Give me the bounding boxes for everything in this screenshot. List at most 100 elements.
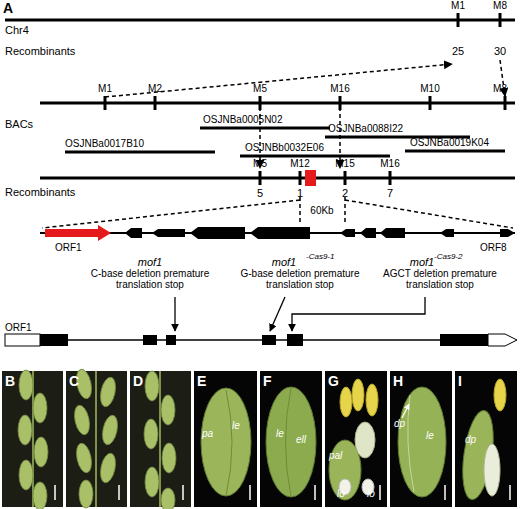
allele-superscript: -Cas9-1 xyxy=(306,253,334,262)
fine-map-line xyxy=(344,171,347,185)
spikelet xyxy=(286,388,292,497)
mutation-arrow xyxy=(292,297,425,331)
spikelet xyxy=(398,387,446,497)
spikelet xyxy=(340,387,352,417)
gene-structure xyxy=(166,335,176,345)
chromosome-label: Chr4 xyxy=(5,24,29,36)
recombinant-count: 2 xyxy=(342,187,348,199)
bac-clone xyxy=(240,155,390,158)
allele-name: mof1 xyxy=(138,256,162,268)
map-line xyxy=(104,96,107,110)
gene-track xyxy=(440,229,454,237)
panicle xyxy=(95,371,97,507)
gene-structure xyxy=(287,334,303,346)
fine-map-line xyxy=(299,171,302,185)
gene-track xyxy=(190,227,245,239)
panicle xyxy=(18,368,176,509)
spikelet xyxy=(484,444,500,496)
photo-background xyxy=(325,371,387,507)
gene-structure xyxy=(143,335,157,345)
scale-bar xyxy=(379,485,381,500)
recombinant-count: 30 xyxy=(494,45,506,57)
mutation-arrow xyxy=(175,297,425,331)
photo-panel: B xyxy=(2,371,63,507)
marker-label: M15 xyxy=(335,158,354,169)
gene-track xyxy=(125,228,142,238)
photo-background xyxy=(194,371,257,507)
map-line xyxy=(154,96,157,110)
photo-background xyxy=(390,371,452,507)
photo-background xyxy=(260,371,322,507)
chromosome-line xyxy=(499,13,502,27)
panel-letter: D xyxy=(133,374,143,388)
bac-label: OSJNBa0005N02 xyxy=(203,114,283,125)
mutation-arrow xyxy=(174,297,175,331)
panel-letter: I xyxy=(458,374,462,388)
gene-structure xyxy=(440,334,488,346)
gene-track xyxy=(380,228,405,238)
organ-label: lo xyxy=(337,489,345,499)
panicle xyxy=(79,480,93,508)
panicle xyxy=(161,395,175,425)
pointer-arrow xyxy=(402,404,409,418)
bac-label: OSJNBa0017B10 xyxy=(65,138,144,149)
gene-track xyxy=(152,229,185,237)
zoom-guide xyxy=(345,200,513,228)
scale-bar xyxy=(118,485,120,500)
photo-background xyxy=(66,371,127,507)
panicle xyxy=(145,371,159,401)
organ-label: pa xyxy=(202,429,213,439)
gene-track xyxy=(340,229,355,237)
photo-panel: D xyxy=(130,371,191,507)
panicle xyxy=(33,393,47,423)
mutation-arrow xyxy=(270,297,285,331)
panel-letter: F xyxy=(263,374,272,388)
marker-label: M5 xyxy=(253,83,267,94)
bac-clone xyxy=(65,128,505,156)
orf-label: ORF8 xyxy=(480,242,507,253)
gene-track xyxy=(40,225,515,241)
panicle xyxy=(100,414,120,446)
pointer-arrow xyxy=(402,404,409,418)
panel-letter: B xyxy=(5,374,15,388)
allele-name: mof1 xyxy=(410,256,434,268)
gene-track xyxy=(45,225,111,241)
spikelet xyxy=(352,379,364,411)
gene-track xyxy=(360,228,376,238)
recombinant-count: 25 xyxy=(452,45,464,57)
photo-panel: Hdple xyxy=(390,371,452,507)
map-line xyxy=(40,102,515,105)
map-line xyxy=(429,96,432,110)
spikelet xyxy=(266,387,316,497)
organ-label: le xyxy=(426,431,434,441)
row-label: Recombinants xyxy=(5,45,75,57)
panel-letter: E xyxy=(197,374,206,388)
map-line xyxy=(339,96,342,110)
panicle xyxy=(34,437,48,467)
scale-bar xyxy=(249,485,251,500)
allele-superscript: -Cas9-2 xyxy=(434,253,462,262)
panicle xyxy=(72,404,92,436)
photo-panel: Gpallolo xyxy=(325,371,387,507)
spikelet xyxy=(226,390,232,496)
organ-label: le xyxy=(276,429,284,439)
fine-map-line xyxy=(40,177,515,180)
panicle xyxy=(145,467,159,497)
bac-clone xyxy=(65,151,215,154)
marker-label: M5 xyxy=(253,158,267,169)
gene-track xyxy=(125,227,515,239)
photo-background xyxy=(130,371,191,507)
map-line xyxy=(40,96,515,110)
spikelet xyxy=(494,379,506,411)
panel-letter: C xyxy=(69,374,79,388)
panel-letter: A xyxy=(3,1,13,16)
zoom-guide xyxy=(42,200,300,228)
photo-background xyxy=(2,371,63,507)
panicle xyxy=(19,460,33,490)
gene-track xyxy=(250,227,310,239)
spikelet xyxy=(408,395,414,492)
marker-label: M16 xyxy=(330,83,349,94)
scale-bar xyxy=(54,485,56,500)
row-label: BACs xyxy=(5,118,33,130)
scale-bar xyxy=(182,485,184,500)
